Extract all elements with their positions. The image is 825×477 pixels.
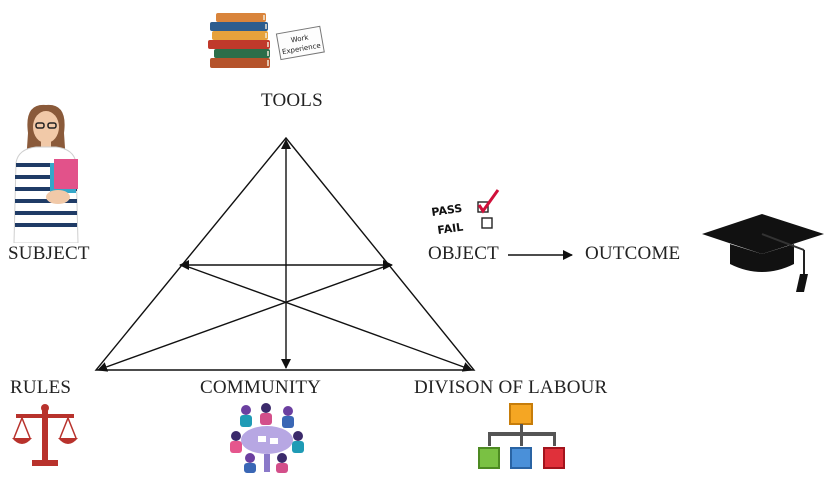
line-object-rules <box>97 264 390 372</box>
pass-label: PASS <box>431 202 464 219</box>
triangle-outline <box>94 136 476 371</box>
work-experience-tag-line1: Work <box>290 33 310 44</box>
node-rules-label: RULES <box>10 377 72 398</box>
node-community-label: COMMUNITY <box>200 377 322 398</box>
graduation-cap-icon <box>702 214 824 292</box>
node-object-label: OBJECT <box>428 243 499 264</box>
node-tools-label: TOOLS <box>261 90 323 111</box>
org-chart-icon <box>478 403 565 469</box>
line-subject-division <box>182 264 473 372</box>
fail-label: FAIL <box>437 220 464 234</box>
node-division-label: DIVISON OF LABOUR <box>414 377 608 398</box>
student-icon <box>13 104 79 243</box>
check-mark-icon <box>477 189 500 214</box>
books-icon: Work Experience <box>208 13 325 68</box>
scales-icon <box>12 404 78 466</box>
team-meeting-icon <box>230 403 304 473</box>
node-subject-label: SUBJECT <box>8 243 90 264</box>
node-outcome-label: OUTCOME <box>585 243 681 264</box>
pass-fail-checklist-icon: PASS FAIL <box>431 189 500 234</box>
